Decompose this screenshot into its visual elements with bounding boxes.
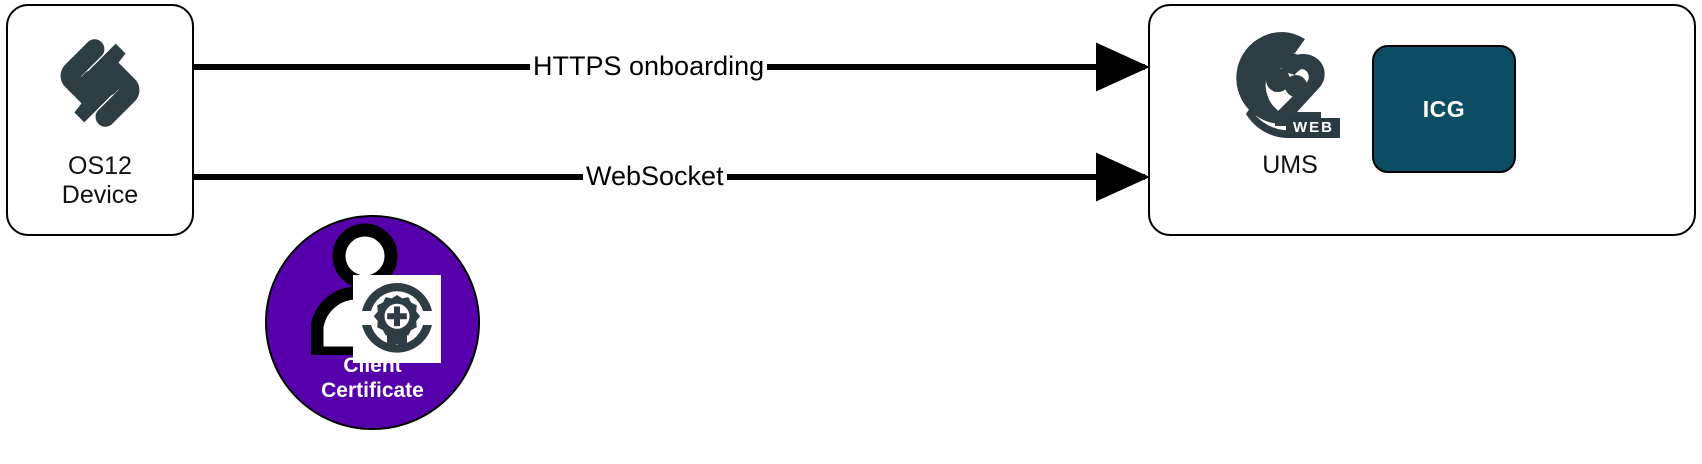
connector-label-websocket: WebSocket	[583, 161, 727, 191]
node-ums-icg-content: WEB UMS / ICG	[1150, 6, 1694, 234]
ums-brand-logo-icon	[1236, 31, 1325, 138]
ums-cluster: WEB UMS	[1190, 24, 1390, 180]
node-ums-icg[interactable]: WEB UMS / ICG	[1148, 4, 1696, 236]
ums-logo-wrap: WEB	[1220, 24, 1360, 142]
node-os12-device[interactable]: OS12 Device	[6, 4, 194, 236]
os12-brand-logo-icon	[60, 39, 140, 127]
node-ums-label: UMS	[1262, 151, 1318, 179]
node-os12-device-label: OS12 Device	[61, 152, 139, 209]
icg-label: ICG	[1422, 95, 1466, 122]
icg-box[interactable]: ICG	[1372, 45, 1516, 173]
client-certificate-badge[interactable]: Client Certificate	[265, 215, 480, 430]
ums-web-badge: WEB	[1286, 118, 1340, 138]
certificate-card	[352, 275, 441, 363]
certificate-seal-icon	[361, 283, 432, 353]
client-certificate-artwork	[293, 223, 453, 363]
connector-label-https: HTTPS onboarding	[530, 51, 768, 81]
